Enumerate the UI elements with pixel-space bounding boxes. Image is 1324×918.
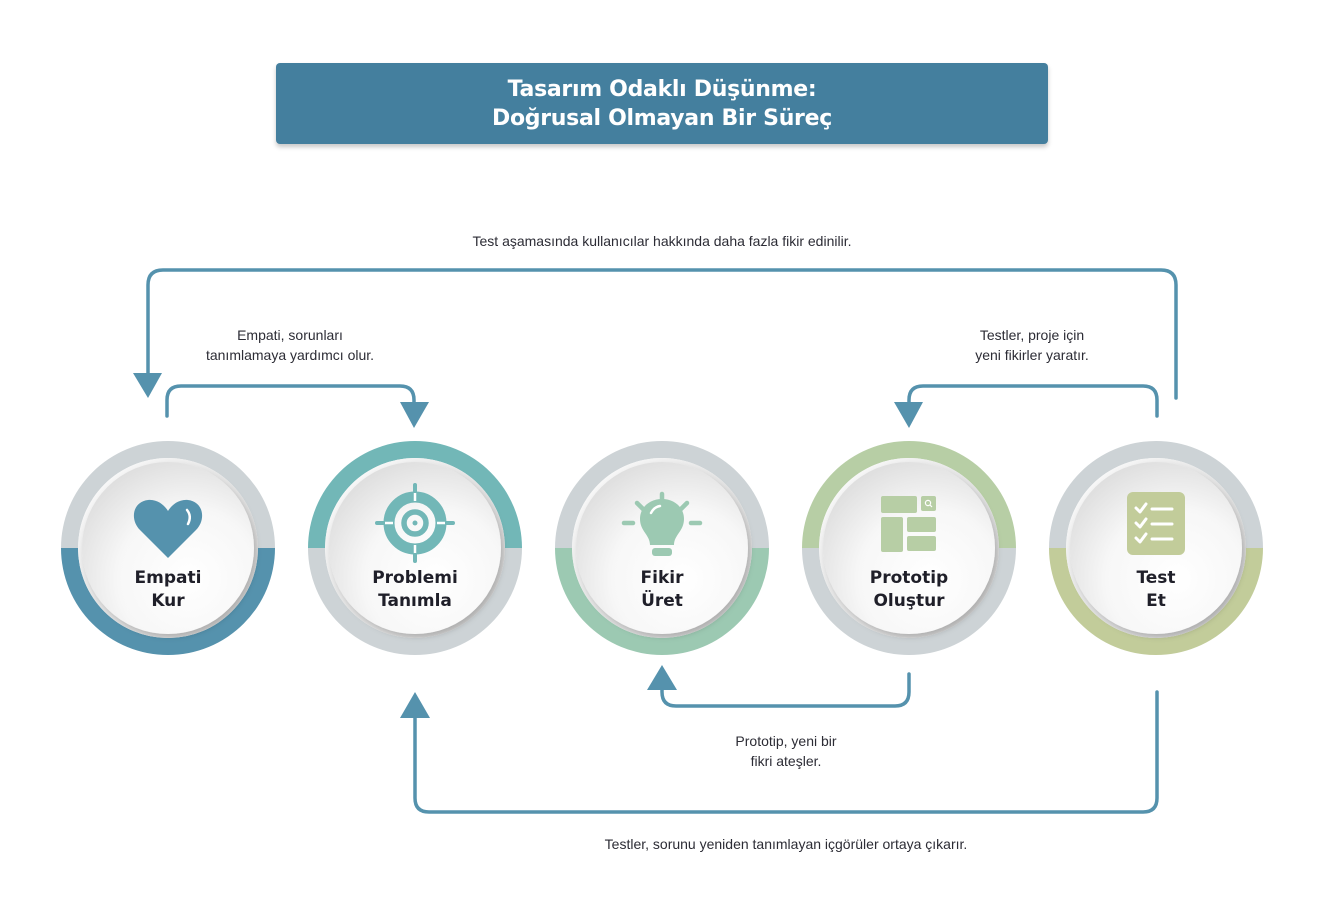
arrow-test-to-prototype xyxy=(907,384,1159,418)
step-test-line2: Et xyxy=(1146,591,1166,611)
ring-bottom-half xyxy=(802,548,1016,655)
arrowhead-define-top xyxy=(400,402,429,428)
ring-bottom-half xyxy=(1049,548,1263,655)
step-prototype-line1: Prototip xyxy=(869,568,949,588)
note-test-to-define: Testler, sorunu yeniden tanımlayan içgör… xyxy=(604,836,968,852)
ring-top-half xyxy=(802,441,1016,548)
step-ideate: Fikir Üret xyxy=(587,567,737,613)
step-ideate-line2: Üret xyxy=(641,591,683,611)
ring-top-half xyxy=(1049,441,1263,548)
ring-top-half xyxy=(61,441,275,548)
step-test-line1: Test xyxy=(1136,568,1176,588)
step-define: Problemi Tanımla xyxy=(340,567,490,613)
ring-bottom-half xyxy=(61,548,275,655)
note-prototype-to-ideate: Prototip, yeni bir fikri ateşler. xyxy=(686,731,886,771)
note-test-to-prototype-line2: yeni fikirler yaratır. xyxy=(975,347,1089,363)
step-empathize-line1: Empati xyxy=(134,568,202,588)
step-prototype: Prototip Oluştur xyxy=(834,567,984,613)
note-test-to-prototype-line1: Testler, proje için xyxy=(979,327,1085,343)
ring-top-half xyxy=(555,441,769,548)
note-empathize-to-define-line2: tanımlamaya yardımcı olur. xyxy=(205,347,375,363)
note-test-to-empathize: Test aşamasında kullanıcılar hakkında da… xyxy=(472,233,852,249)
note-prototype-to-ideate-line1: Prototip, yeni bir xyxy=(735,733,837,749)
ring-bottom-half xyxy=(555,548,769,655)
target-icon xyxy=(375,483,455,563)
arrow-empathize-to-define xyxy=(165,384,416,418)
ring-bottom-half xyxy=(308,548,522,655)
ring-top-half xyxy=(308,441,522,548)
note-empathize-to-define: Empati, sorunları tanımlamaya yardımcı o… xyxy=(160,325,420,365)
arrowhead-prototype xyxy=(894,402,923,428)
arrow-prototype-to-ideate xyxy=(660,672,911,708)
step-define-line2: Tanımla xyxy=(378,591,452,611)
note-test-to-prototype: Testler, proje için yeni fikirler yaratı… xyxy=(922,325,1142,365)
wireframe-icon xyxy=(881,496,936,552)
arrowhead-ideate xyxy=(647,665,677,690)
note-prototype-to-ideate-line2: fikri ateşler. xyxy=(750,753,822,769)
step-prototype-line2: Oluştur xyxy=(873,591,945,611)
step-ideate-line1: Fikir xyxy=(640,568,684,588)
note-empathize-to-define-line1: Empati, sorunları xyxy=(237,327,343,343)
arrow-test-to-define xyxy=(413,690,1159,814)
title-banner: Tasarım Odaklı Düşünme: Doğrusal Olmayan… xyxy=(276,63,1048,144)
step-test: Test Et xyxy=(1081,567,1231,613)
step-empathize-line2: Kur xyxy=(151,591,185,611)
arrowhead-empathize xyxy=(133,373,162,398)
lightbulb-icon xyxy=(621,491,703,556)
heart-icon xyxy=(133,499,203,558)
title-line-2: Doğrusal Olmayan Bir Süreç xyxy=(492,105,832,131)
step-empathize: Empati Kur xyxy=(93,567,243,613)
arrowhead-define-bottom xyxy=(400,692,430,718)
step-define-line1: Problemi xyxy=(372,568,458,588)
checklist-icon xyxy=(1127,492,1185,555)
arrow-test-to-empathize xyxy=(146,268,1178,400)
title-line-1: Tasarım Odaklı Düşünme: xyxy=(507,76,817,102)
